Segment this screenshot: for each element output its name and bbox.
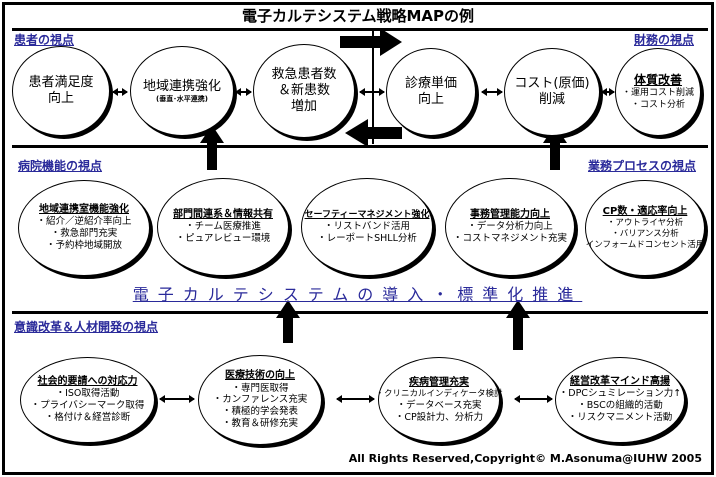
arrow-up-icon — [200, 125, 224, 170]
goal-regional-office: 地域連携室機能強化 ・紹介／逆紹介率向上 ・救急部門充実 ・予約枠地域開放 — [18, 180, 150, 276]
goal-item: ・ピュアレビュー環境 — [175, 233, 271, 245]
goal-item: ・運用コスト削減 — [621, 88, 694, 99]
goal-label: 増加 — [290, 99, 317, 115]
goal-item: ・コスト分析 — [630, 99, 685, 110]
goal-item: ・紹介／逆紹介率向上 — [36, 216, 132, 228]
perspective-patient: 患者の視点 — [14, 33, 75, 47]
goal-label: コスト(原価) — [514, 75, 590, 91]
goal-label: 患者満足度 — [28, 74, 94, 90]
goal-item: ・データベース充実 — [396, 399, 482, 411]
goal-management-mindset: 経営改革マインド高揚 ・DPCシュミレーション力↑ ・BSCの組織的活動 ・リス… — [555, 357, 685, 443]
divider — [12, 28, 708, 31]
goal-heading: 社会的要請への対応力 — [37, 375, 138, 387]
goal-social-demand: 社会的要請への対応力 ・ISO取得活動 ・プライバシーマーク取得 ・格付け＆経営… — [20, 357, 155, 443]
banner-ehr-standardization: 電子カルテシステムの導入・標準化推進 — [132, 285, 583, 304]
double-arrow-icon — [514, 395, 553, 403]
goal-label: 向上 — [417, 92, 444, 107]
goal-item: ・チーム医療推進 — [185, 221, 261, 233]
goal-unit-price: 診療単価 向上 — [386, 48, 476, 136]
arrow-left-icon — [345, 119, 402, 147]
goal-item: インフォームドコンセント活用 — [585, 239, 705, 250]
goal-heading: 疾病管理充実 — [409, 376, 469, 388]
goal-heading: 部門間連系＆情報共有 — [173, 208, 273, 220]
goal-label: 診療単価 — [404, 75, 457, 91]
perspective-process: 業務プロセスの視点 — [587, 159, 696, 173]
goal-heading: 経営改革マインド高揚 — [570, 375, 670, 387]
goal-item: ・教育＆研修充実 — [221, 418, 298, 430]
goal-label: 地域連携強化 — [142, 78, 221, 94]
goal-info-sharing: 部門間連系＆情報共有 ・チーム医療推進 ・ピュアレビュー環境 — [157, 178, 289, 276]
goal-heading: CP数・適応率向上 — [602, 205, 688, 217]
goal-item: ・コストマネジメント充実 — [452, 233, 567, 245]
double-arrow-icon — [359, 88, 385, 96]
double-arrow-icon — [159, 395, 195, 403]
perspective-finance: 財務の視点 — [633, 33, 694, 47]
goal-item: ・バリアンス分析 — [611, 228, 679, 239]
goal-heading: 医療技術の向上 — [225, 370, 295, 381]
goal-sublabel: (垂直･水平連携) — [156, 94, 208, 103]
goal-item: ・予約枠地域開放 — [45, 240, 122, 252]
goal-label: 向上 — [47, 91, 74, 106]
goal-item: ・レーポートSHLL分析 — [317, 232, 417, 244]
goal-item: ・格付け＆経営診断 — [44, 412, 131, 424]
goal-item: ・ISO取得活動 — [55, 388, 120, 400]
double-arrow-icon — [481, 88, 503, 96]
copyright: All Rights Reserved,Copyright© M.Asonuma… — [348, 452, 702, 465]
goal-item: ・救急部門充実 — [50, 228, 118, 240]
goal-item: ・CP設計力、分析力 — [394, 411, 484, 423]
divider — [12, 145, 708, 148]
goal-admin-capability: 事務管理能力向上 ・データ分析力向上 ・コストマネジメント充実 — [445, 178, 575, 276]
goal-label: 救急患者数 — [271, 66, 337, 82]
goal-item: ・データ分析力向上 — [467, 221, 553, 233]
goal-label: 削減 — [538, 92, 565, 107]
goal-item: ・カンファレンス充実 — [212, 394, 308, 406]
goal-regional-cooperation: 地域連携強化 (垂直･水平連携) — [130, 46, 234, 136]
goal-item: ・BSCの組織的活動 — [577, 400, 663, 412]
divider-vertical — [372, 29, 374, 144]
arrow-up-icon — [506, 300, 530, 350]
goal-item: ・リスクマニメント活動 — [567, 412, 673, 424]
goal-item: ・専門医取得 — [231, 382, 289, 394]
perspective-hospital: 病院機能の視点 — [18, 159, 103, 173]
goal-item: ・アウトライヤ分析 — [606, 218, 684, 229]
goal-heading: 事務管理能力向上 — [470, 208, 550, 220]
arrow-up-icon — [543, 125, 567, 170]
goal-item: ・クリニカルインディケータ検討 — [375, 389, 503, 400]
goal-label: ＆新患数 — [277, 82, 330, 98]
double-arrow-icon — [112, 88, 128, 96]
arrow-up-icon — [276, 300, 300, 343]
double-arrow-icon — [601, 88, 615, 96]
goal-patient-increase: 救急患者数 ＆新患数 増加 — [253, 44, 355, 138]
goal-heading: 地域連携室機能強化 — [39, 203, 129, 215]
goal-clinical-path: CP数・適応率向上 ・アウトライヤ分析 ・バリアンス分析 インフォームドコンセン… — [585, 180, 705, 276]
goal-safety-management: セーフティーマネジメント強化 ・リストバンド活用 ・レーポートSHLL分析 — [301, 178, 433, 276]
divider — [12, 311, 708, 314]
goal-patient-satisfaction: 患者満足度 向上 — [12, 46, 110, 136]
goal-medical-technology: 医療技術の向上 ・専門医取得 ・カンファレンス充実 ・積極的学会発表 ・教育＆研… — [198, 355, 322, 445]
goal-structure-improvement: 体質改善 ・運用コスト削減 ・コスト分析 — [615, 48, 701, 136]
goal-disease-management: 疾病管理充実 ・クリニカルインディケータ検討 ・データベース充実 ・CP設計力、… — [375, 357, 503, 443]
arrow-right-icon — [340, 28, 402, 56]
perspective-people: 意識改革＆人材開発の視点 — [14, 320, 159, 334]
diagram-title: 電子カルテシステム戦略MAPの例 — [241, 7, 475, 25]
double-arrow-icon — [235, 88, 252, 96]
double-arrow-icon — [336, 395, 375, 403]
goal-cost-reduction: コスト(原価) 削減 — [504, 48, 600, 136]
goal-heading: 体質改善 — [633, 73, 682, 88]
goal-item: ・リストバンド活用 — [324, 220, 410, 232]
goal-heading: セーフティーマネジメント強化 — [304, 209, 430, 220]
goal-item: ・プライバシーマーク取得 — [30, 400, 145, 412]
goal-item: ・DPCシュミレーション力↑ — [558, 388, 682, 400]
goal-item: ・積極的学会発表 — [221, 406, 298, 418]
